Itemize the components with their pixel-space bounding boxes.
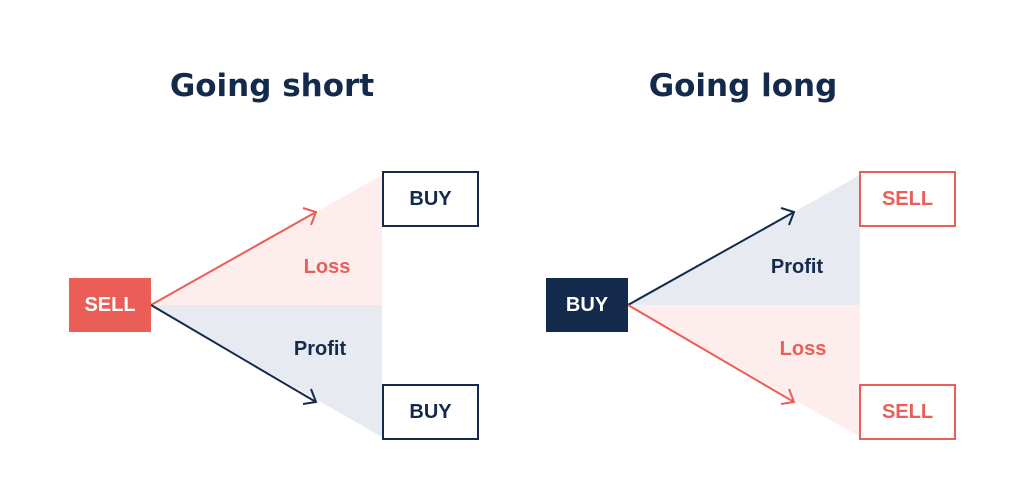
down-arrow-head-icon <box>302 388 318 405</box>
down-arrow-head-icon <box>780 388 796 405</box>
sell-upper-label: SELL <box>882 188 933 210</box>
sell-origin-label: SELL <box>84 294 135 316</box>
buy-origin-label: BUY <box>566 294 609 316</box>
down-arrow-line <box>627 304 795 403</box>
buy-upper-label: BUY <box>409 188 452 210</box>
buy-lower-label: BUY <box>409 401 452 423</box>
going-short-panel: Going short SELL BUY BUY Loss Profit <box>69 68 479 440</box>
buy-lower-box <box>382 384 479 440</box>
up-arrow-head-icon <box>302 207 318 226</box>
going-long-title: Going long <box>649 68 838 104</box>
loss-label: Loss <box>780 338 827 360</box>
profit-label: Profit <box>294 338 347 360</box>
sell-upper-box <box>859 171 956 227</box>
buy-upper-box <box>382 171 479 227</box>
profit-label: Profit <box>771 256 824 278</box>
up-arrow-head-icon <box>780 207 796 226</box>
buy-origin-box <box>546 278 628 332</box>
going-long-panel: Going long BUY SELL SELL Profit Loss <box>546 68 956 440</box>
going-short-title: Going short <box>170 68 375 104</box>
sell-lower-box <box>859 384 956 440</box>
up-arrow-line <box>150 211 317 306</box>
down-arrow-line <box>150 304 317 403</box>
loss-label: Loss <box>304 256 351 278</box>
up-arrow-line <box>627 211 795 306</box>
sell-origin-box <box>69 278 151 332</box>
sell-lower-label: SELL <box>882 401 933 423</box>
